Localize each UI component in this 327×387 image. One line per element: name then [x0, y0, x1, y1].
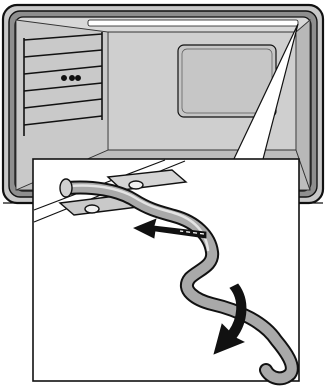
- oven-illustration: [0, 0, 327, 387]
